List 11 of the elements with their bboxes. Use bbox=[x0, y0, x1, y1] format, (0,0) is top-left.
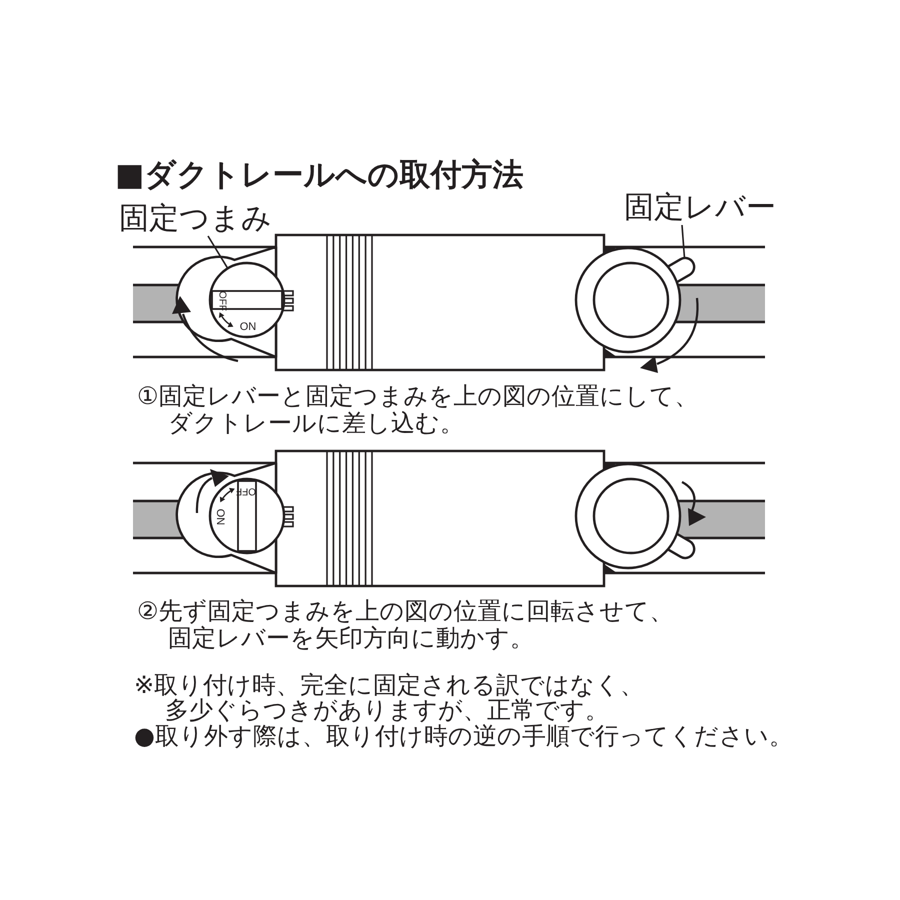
leader-line bbox=[207, 236, 228, 269]
note-text: ●取り外す際は、取り付け時の逆の手順で行ってください。 bbox=[134, 723, 794, 749]
instruction-text: ①固定レバーと固定つまみを上の図の位置にして、ダクトレールに差し込む。 bbox=[137, 383, 700, 437]
instruction-text: ②先ず固定つまみを上の図の位置に回転させて、固定レバーを矢印方向に動かす。 bbox=[137, 598, 675, 652]
switch-position-label: ON bbox=[214, 508, 226, 526]
switch-position-label: ON bbox=[240, 321, 256, 333]
callout-label: 固定つまみ bbox=[119, 202, 272, 236]
note-text: ※取り付け時、完全に固定される訳ではなく、多少ぐらつきがありますが、正常です。 bbox=[134, 673, 646, 723]
heading: ■ダクトレールへの取付方法 bbox=[115, 157, 524, 193]
knob bbox=[208, 262, 286, 338]
callout-label: 固定レバー bbox=[624, 191, 776, 225]
